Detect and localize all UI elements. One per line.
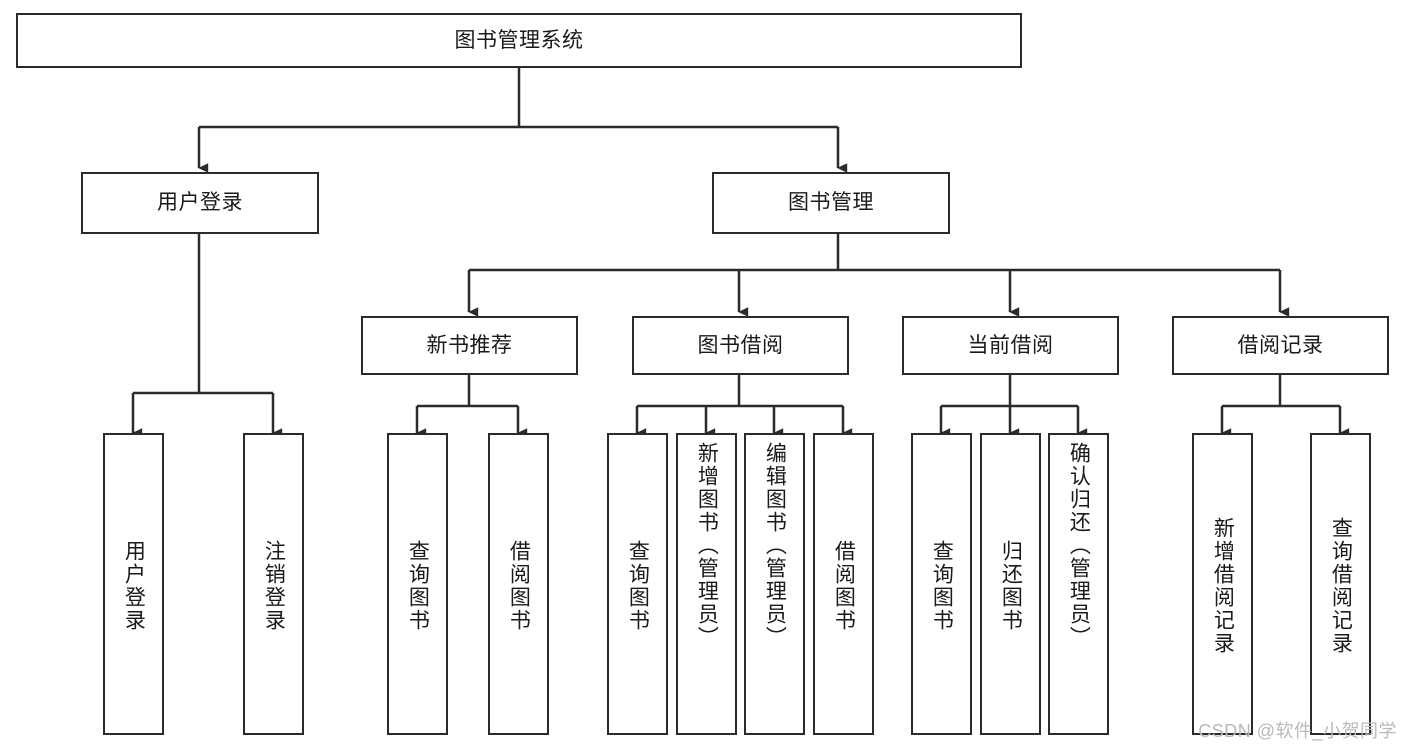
node-borrow-record-label: 借阅记录 (1237, 333, 1324, 357)
node-current-borrow-label: 当前借阅 (967, 333, 1054, 357)
node-user-login-label: 用户登录 (157, 191, 243, 215)
leaf-user-logout-textwrap: 注销登录 (245, 439, 302, 733)
node-book-manage[interactable]: 图书管理 (712, 172, 950, 234)
node-root-system-label: 图书管理系统 (454, 28, 584, 52)
leaf-query-book-1-textwrap: 查询图书 (389, 439, 446, 733)
leaf-confirm-return-admin-label: 确认归还（管理员） (1067, 442, 1091, 649)
leaf-edit-book-admin[interactable]: 编辑图书（管理员） (744, 433, 805, 735)
leaf-query-book-3-label: 查询图书 (930, 540, 954, 632)
leaf-query-book-2-label: 查询图书 (626, 540, 650, 632)
leaf-query-book-3[interactable]: 查询图书 (911, 433, 972, 735)
leaf-add-book-admin[interactable]: 新增图书（管理员） (676, 433, 737, 735)
leaf-confirm-return-admin-textwrap: 确认归还（管理员） (1050, 439, 1107, 736)
leaf-return-book[interactable]: 归还图书 (980, 433, 1041, 735)
leaf-user-login-textwrap: 用户登录 (105, 439, 162, 733)
leaf-query-book-1[interactable]: 查询图书 (387, 433, 448, 735)
leaf-user-logout-label: 注销登录 (262, 540, 286, 632)
leaf-user-login-label: 用户登录 (122, 540, 146, 632)
leaf-query-book-1-label: 查询图书 (406, 540, 430, 632)
leaf-confirm-return-admin[interactable]: 确认归还（管理员） (1048, 433, 1109, 735)
leaf-user-login[interactable]: 用户登录 (103, 433, 164, 735)
node-new-book-recommend[interactable]: 新书推荐 (361, 316, 578, 375)
leaf-borrow-book-1-textwrap: 借阅图书 (490, 439, 547, 733)
leaf-add-borrow-record-label: 新增借阅记录 (1211, 517, 1235, 655)
leaf-borrow-book-2-textwrap: 借阅图书 (815, 439, 872, 733)
node-user-login[interactable]: 用户登录 (81, 172, 319, 234)
node-book-manage-label: 图书管理 (788, 191, 874, 215)
leaf-borrow-book-2[interactable]: 借阅图书 (813, 433, 874, 735)
leaf-query-book-2[interactable]: 查询图书 (607, 433, 668, 735)
leaf-borrow-book-1[interactable]: 借阅图书 (488, 433, 549, 735)
leaf-add-book-admin-label: 新增图书（管理员） (695, 442, 719, 649)
leaf-query-borrow-record-label: 查询借阅记录 (1329, 517, 1353, 655)
leaf-edit-book-admin-textwrap: 编辑图书（管理员） (746, 439, 803, 736)
node-book-borrow[interactable]: 图书借阅 (632, 316, 849, 375)
node-book-borrow-label: 图书借阅 (697, 333, 784, 357)
leaf-query-book-2-textwrap: 查询图书 (609, 439, 666, 733)
leaf-return-book-textwrap: 归还图书 (982, 439, 1039, 733)
leaf-query-book-3-textwrap: 查询图书 (913, 439, 970, 733)
csdn-watermark: CSDN @软件_小贺同学 (1198, 721, 1397, 741)
leaf-add-borrow-record[interactable]: 新增借阅记录 (1192, 433, 1253, 735)
leaf-edit-book-admin-label: 编辑图书（管理员） (763, 442, 787, 649)
node-root-system[interactable]: 图书管理系统 (16, 13, 1022, 68)
node-new-book-recommend-label: 新书推荐 (426, 333, 513, 357)
leaf-return-book-label: 归还图书 (999, 540, 1023, 632)
leaf-add-book-admin-textwrap: 新增图书（管理员） (678, 439, 735, 736)
node-borrow-record[interactable]: 借阅记录 (1172, 316, 1389, 375)
leaf-borrow-book-1-label: 借阅图书 (507, 540, 531, 632)
leaf-query-borrow-record[interactable]: 查询借阅记录 (1310, 433, 1371, 735)
node-current-borrow[interactable]: 当前借阅 (902, 316, 1119, 375)
leaf-query-borrow-record-textwrap: 查询借阅记录 (1312, 439, 1369, 733)
leaf-user-logout[interactable]: 注销登录 (243, 433, 304, 735)
leaf-borrow-book-2-label: 借阅图书 (832, 540, 856, 632)
leaf-add-borrow-record-textwrap: 新增借阅记录 (1194, 439, 1251, 733)
